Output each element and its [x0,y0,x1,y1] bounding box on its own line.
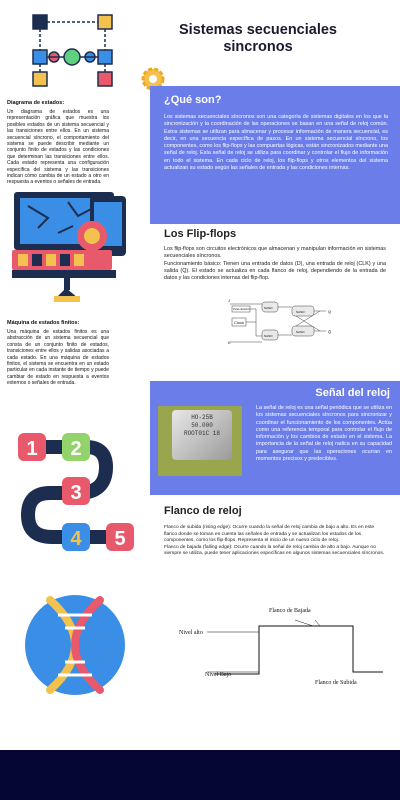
computer-illustration [12,192,126,302]
que-son-text: Los sistemas secuenciales síncronos son … [164,114,388,172]
page-footer [0,750,400,800]
step-1: 1 [26,438,37,460]
left-column: Diagrama de estados: Un diagrama de esta… [0,0,150,750]
finite-machine-text: Una máquina de estados finitos es una ab… [7,329,109,387]
flipflop-diagram: J K Pulse detector Clock NAND NAND NAND … [228,298,331,345]
flipflops-text-2: Funcionamiento básico: Tienen una entrad… [164,260,386,282]
state-diagram-icon [32,14,113,87]
flanco-heading: Flanco de reloj [164,505,242,517]
senal-heading: Señal del reloj [315,387,390,399]
ff-pulse-label: Pulse detector [233,307,250,311]
ff-nand-1: NAND [264,306,273,310]
ff-q-label: Q [328,309,331,314]
wave-bajo-label: Nivel Bajo [205,672,231,678]
flipflops-heading: Los Flip-flops [164,228,237,240]
ff-j-label: J [228,298,230,303]
ff-clock-label: Clock [234,320,244,325]
finite-machine-block: Máquina de estados finitos: Una máquina … [7,320,109,387]
clock-waveform-diagram: Flanco de Bajada Nivel alto Nivel Bajo F… [179,608,383,686]
que-son-heading: ¿Qué son? [164,94,222,106]
wave-subida-label: Flanco de Subida [315,680,357,686]
senal-text: La señal de reloj es una señal periódica… [256,405,392,463]
crystal-line-1: HO-25B [191,414,213,421]
ff-nand-3: NAND [296,310,305,314]
que-son-section: ¿Qué son? Los sistemas secuenciales sínc… [150,86,400,228]
ff-k-label: K [228,340,231,345]
ff-nand-4: NAND [296,330,305,334]
flanco-section: Flanco de reloj Flanco de subida (rising… [150,499,400,749]
ff-nand-2: NAND [264,334,273,338]
step-2: 2 [70,438,81,460]
flipflops-text-1: Los flip-flops son circuitos electrónico… [164,246,386,260]
state-diagram-block: Diagrama de estados: Un diagrama de esta… [7,100,109,186]
flanco-text-2: Flanco de bajada (falling edge): Ocurre … [164,544,385,557]
flanco-text-1: Flanco de subida (rising edge): Ocurre c… [164,525,375,544]
wave-alto-label: Nivel alto [179,630,203,636]
crystal-oscillator-image: HO-25B 50.000 ROOT01C 18 [158,406,242,476]
step-5: 5 [114,528,125,550]
state-diagram-text: Un diagrama de estados es una representa… [7,109,109,186]
flipflops-section: Los Flip-flops Los flip-flops son circui… [150,224,400,379]
step-4: 4 [70,528,82,550]
ff-qbar-label: Q̄ [328,329,331,334]
page-title: Sistemas secuenciales sincronos [179,22,337,56]
state-diagram-heading: Diagrama de estados: [7,100,65,106]
step-3: 3 [70,482,81,504]
steps-path-illustration: 1 2 3 4 5 [18,433,134,551]
wave-bajada-label: Flanco de Bajada [269,608,311,614]
gear-icon [141,67,165,91]
crystal-line-3: ROOT01C 18 [183,429,220,437]
finite-machine-heading: Máquina de estados finitos: [7,320,80,326]
dna-icon [25,595,125,695]
crystal-line-2: 50.000 [191,421,213,429]
